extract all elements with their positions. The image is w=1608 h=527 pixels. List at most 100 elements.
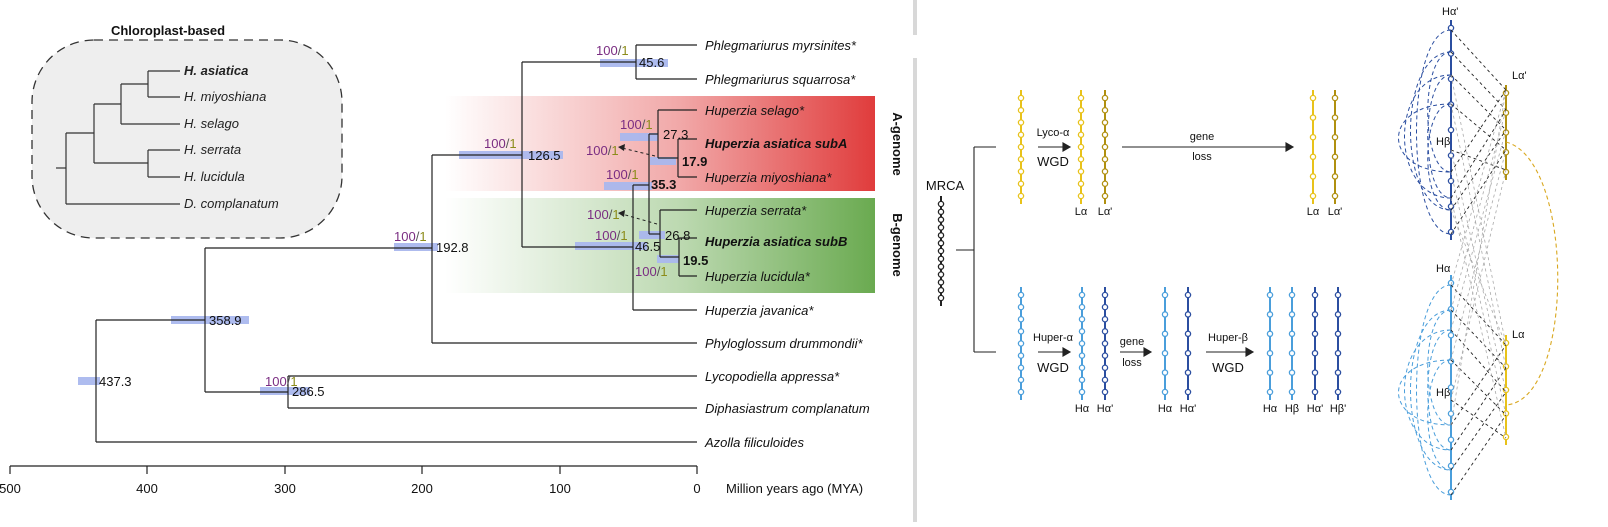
inset-frame [31,39,343,239]
caption-l-alpha-1: Lα [1075,206,1088,218]
inset-taxon-6: D. complanatum [184,196,279,211]
synteny-link [1450,367,1507,451]
synteny-link [1450,414,1507,496]
gene-label-2: gene [1120,336,1144,348]
synteny-link [1427,309,1452,426]
hpd-bar [260,387,310,395]
synteny-top-left: Hα' [1442,6,1458,18]
synteny-link [1450,149,1507,235]
axis-tick-200: 200 [411,481,433,496]
axis-tick-500: 500 [0,481,21,496]
chromosome-l-alpha-p [1101,90,1109,204]
age-19: 19.5 [683,253,708,268]
wgd-diagram: MRCA Lyco-α [926,90,1346,415]
synteny-link [1427,329,1452,451]
synteny-link [1450,129,1507,331]
support-45: 100/1 [596,43,629,58]
lyco-alpha-label: Lyco-α [1037,127,1070,139]
synteny-panel: Hα' Lα' Hβ Hα Lα Hβ [1398,6,1559,500]
age-126: 126.5 [528,148,561,163]
chromosome-ancestral-l [1017,90,1025,204]
synteny-link [1505,141,1559,406]
chromosome-h-alpha [1078,287,1086,400]
taxon-10: Phyloglossum drummondii* [705,336,863,351]
b-genome-label: B-genome [890,213,905,277]
support-46: 100/1 [595,228,628,243]
chromosome-h-beta-final [1288,287,1296,400]
synteny-bottom-right: Lα [1512,329,1525,341]
support-192: 100/1 [394,229,427,244]
synteny-link [1450,74,1507,131]
taxon-6: Huperzia serrata* [705,203,807,218]
synteny-link [1450,89,1507,286]
age-437: 437.3 [99,374,132,389]
support-17: 100/1 [586,143,619,158]
synteny-link [1450,29,1507,91]
arrow-heads [618,144,625,217]
axis-tick-400: 400 [136,481,158,496]
axis-tick-0: 0 [693,481,700,496]
axis-label: Million years ago (MYA) [726,481,863,496]
chromosome-h-alpha-p-final [1311,287,1319,400]
synteny-link [1450,129,1507,211]
synteny-link [1450,399,1507,439]
support-values: 100/1 100/1 100/1 100/1 100/1 100/1 100/… [265,43,668,389]
age-17: 17.9 [682,154,707,169]
taxon-1: Phlegmariurus myrsinites* [705,38,857,53]
chromosome-l-alpha [1077,90,1085,204]
support-26: 100/1 [587,207,620,222]
loss-label-2: loss [1122,357,1142,369]
support-35: 100/1 [606,167,639,182]
synteny-link [1450,209,1507,346]
synteny-link [1450,344,1507,426]
chromosome-h-alpha-p-loss [1184,287,1192,400]
taxon-13: Azolla filiculoides [704,435,804,450]
caption-l-alpha-p-2: Lα' [1328,206,1343,218]
taxon-11: Lycopodiella appressa* [705,369,840,384]
taxon-9: Huperzia javanica* [705,303,814,318]
age-192: 192.8 [436,240,469,255]
hpd-bar [600,59,668,67]
hpd-bar [78,377,100,385]
chromosome-h-alpha-loss [1161,287,1169,400]
caption-h-beta: Hβ [1285,403,1299,415]
synteny-link [1450,103,1507,151]
hpd-bar [639,231,665,239]
synteny-link [1450,197,1507,439]
synteny-top-mid: Hβ [1436,136,1450,148]
synteny-bottom-mid: Hβ [1436,387,1450,399]
hpd-bar [394,243,438,251]
a-genome-band [445,96,875,191]
age-286: 286.5 [292,384,325,399]
mrca-label: MRCA [926,178,965,193]
caption-h-alpha-p-3: Hα' [1307,403,1323,415]
support-27: 100/1 [620,117,653,132]
wgd-label-3: WGD [1212,360,1244,375]
caption-h-alpha-p-2: Hα' [1180,403,1196,415]
age-35: 35.3 [651,177,676,192]
synteny-link [1450,109,1507,199]
hpd-bar [575,242,647,250]
synteny-link [1450,359,1507,416]
chromosome-ancestral-h [1017,287,1025,400]
synteny-link [1450,89,1507,426]
synteny-links [1398,20,1559,500]
synteny-link [1450,51,1507,111]
mrca-chromosome [937,196,945,306]
age-26: 26.8 [665,228,690,243]
synteny-link [1450,149,1507,361]
hpd-bar [604,182,652,190]
chromosomes [937,90,1342,400]
synteny-link [1416,29,1452,235]
inset-taxon-1: H. asiatica [184,63,248,78]
synteny-link [1450,109,1507,311]
synteny-link [1427,74,1452,199]
caption-h-alpha-3: Hα [1263,403,1278,415]
synteny-chrom-bottom-right [1502,335,1510,445]
age-27: 27.3 [663,127,688,142]
inset-taxon-2: H. miyoshiana [184,89,266,104]
taxon-4: Huperzia asiatica subA [705,136,847,151]
inset-taxon-5: H. lucidula [184,169,245,184]
hpd-bar [650,157,676,165]
